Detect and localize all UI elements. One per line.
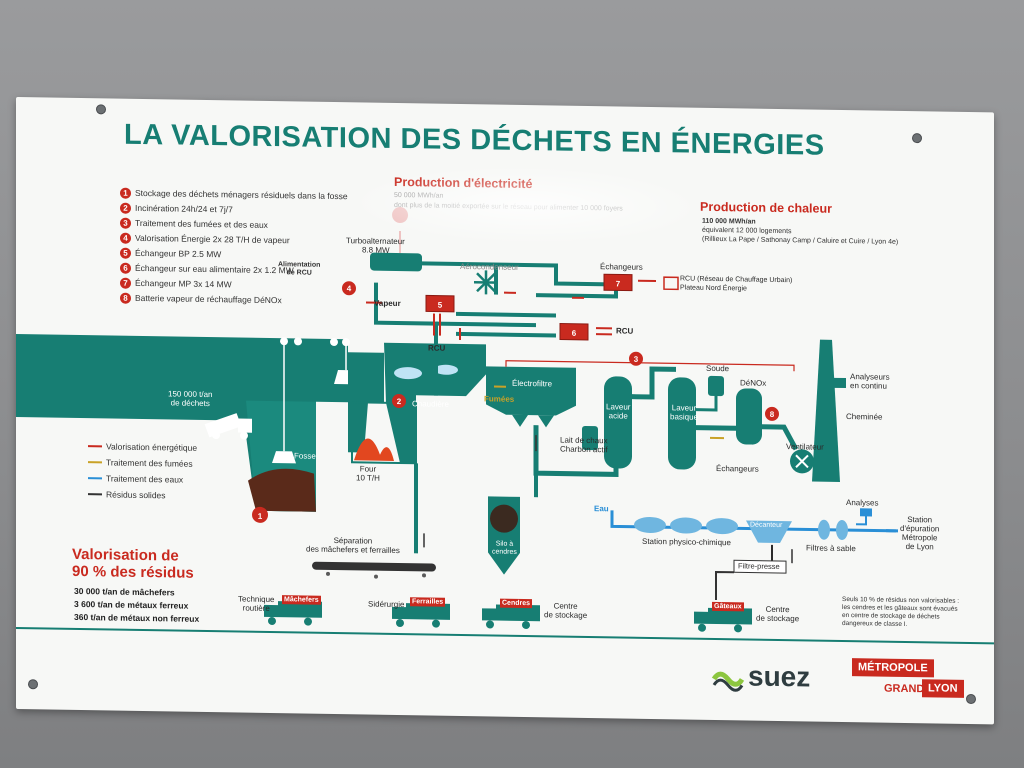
turbo-label: Turboalternateur (346, 236, 405, 247)
grab-icon (272, 451, 296, 464)
chimney (812, 339, 840, 482)
truck-tag-ferrailles: Ferrailles (410, 597, 446, 607)
fosse-label: Fosse (294, 451, 316, 461)
chaudiere-label: Chaudière (412, 399, 449, 409)
siderurgie-label: Sidérurgie (368, 599, 405, 610)
water-tank (706, 518, 738, 535)
svg-text:4: 4 (347, 284, 352, 293)
analysis-box (860, 508, 872, 517)
eau-label: Eau (594, 504, 609, 514)
flow-legend-water: Traitement des eaux (106, 473, 184, 485)
vapeur-label: Vapeur (374, 298, 401, 309)
svg-text:1: 1 (258, 512, 263, 521)
exchanger-5 (425, 294, 455, 313)
filtre-presse-label: Filtre-presse (738, 561, 780, 571)
metropole-logo: MÉTROPOLE (852, 658, 934, 678)
electrofiltre-label: Électrofiltre (512, 378, 553, 389)
truck-tag-cendres: Cendres (500, 598, 533, 609)
flow-legend-energy: Valorisation énergétique (106, 441, 198, 453)
cheminee-label: Cheminée (846, 412, 883, 422)
lyon-logo: LYON (922, 679, 964, 698)
filtres-label: Filtres à sable (806, 543, 856, 554)
soude-label: Soude (706, 363, 730, 374)
turbo-mw-label: 8.8 MW (362, 245, 390, 255)
stat-machefers: 30 000 t/an de mâchefers (74, 585, 175, 598)
rcu-label: RCU (428, 343, 446, 353)
aero-label: Aérocondenseur (460, 261, 519, 272)
fumees-label: Fumées (484, 394, 515, 404)
valorisation-title-1: Valorisation de (72, 545, 179, 565)
svg-text:6: 6 (572, 329, 577, 338)
lime-tank (582, 425, 598, 451)
svg-text:7: 7 (616, 279, 621, 288)
svg-text:2: 2 (397, 397, 402, 406)
waste-pile-icon (248, 468, 316, 512)
stat-non-ferreux: 360 t/an de métaux non ferreux (74, 611, 200, 624)
lait-label: Lait de chaux Charbon actif (560, 435, 608, 455)
svg-text:8: 8 (770, 410, 775, 419)
flow-legend-fumes: Traitement des fumées (106, 457, 193, 469)
suez-logo-text: suez (748, 660, 811, 693)
valorisation-title-2: 90 % des résidus (72, 562, 194, 582)
analyseurs-label: Analyseurs en continu (850, 372, 890, 391)
denox-label: DéNOx (740, 378, 767, 388)
exchanger-6 (559, 323, 589, 341)
echangeurs-bottom-label: Échangeurs (716, 463, 759, 474)
residue-note: Seuls 10 % de résidus non valorisables :… (842, 595, 960, 629)
station-pc-label: Station physico-chimique (642, 536, 731, 548)
conveyor (312, 561, 436, 572)
truck-tag-machefers: Mâchefers (282, 595, 321, 605)
electrofilter (486, 366, 576, 416)
dump-truck-icon (204, 413, 252, 440)
grand-logo: GRAND (884, 682, 925, 696)
process-diagram: 4 2 1 3 8 7 5 6 (16, 207, 898, 633)
rcu-network-sub: Plateau Nord Énergie (680, 284, 747, 293)
separation-label: Séparation des mâchefers et ferrailles (306, 535, 400, 556)
sand-filter (818, 519, 830, 540)
dechets-label: 150 000 t/an de déchets (168, 389, 213, 409)
flow-legend-solids: Résidus solides (106, 489, 166, 501)
suez-logo-icon (711, 671, 745, 692)
rcu2-label: RCU (616, 326, 634, 336)
svg-text:5: 5 (438, 301, 443, 310)
basic-scrubber (668, 377, 696, 470)
water-tank (634, 516, 666, 533)
furnace-fire-icon (354, 438, 394, 461)
echangeurs-top-label: Échangeurs (600, 262, 643, 272)
acid-scrubber (604, 376, 632, 469)
silo-label: Silo à cendres (492, 540, 517, 556)
aerocondenser-icon (474, 270, 498, 295)
stat-ferreux: 3 600 t/an de métaux ferreux (74, 598, 189, 611)
svg-text:3: 3 (634, 355, 639, 364)
truck-tag-gateaux: Gâteaux (712, 601, 744, 612)
centre2-label: Centre de stockage (756, 604, 800, 624)
technique-label: Technique routière (238, 594, 275, 613)
turbo-alternator (370, 252, 422, 272)
denox-unit (736, 388, 762, 445)
centre1-label: Centre de stockage (544, 601, 588, 620)
radiator-icon (663, 276, 679, 291)
laveur-basique-label: Laveur basique (670, 403, 699, 422)
decanter (746, 520, 792, 544)
station-ep-label: Station d'épuration Métropole de Lyon (900, 515, 940, 552)
filter-press (733, 559, 787, 574)
laveur-acide-label: Laveur acide (606, 402, 631, 421)
water-tank (670, 517, 702, 534)
exchanger-7 (603, 273, 633, 292)
ventilateur-label: Ventilateur (786, 442, 824, 452)
sand-filter (836, 519, 848, 540)
four-label: Four 10 T/H (356, 464, 380, 483)
energy-flow-arrows (366, 279, 656, 340)
decanteur-label: Décanteur (750, 521, 783, 530)
power-bulb-icon (392, 207, 408, 224)
info-panel: LA VALORISATION DES DÉCHETS EN ÉNERGIES … (16, 97, 994, 725)
analyses-label: Analyses (846, 498, 879, 508)
soude-tank (708, 375, 724, 397)
truck-icon (264, 601, 752, 633)
